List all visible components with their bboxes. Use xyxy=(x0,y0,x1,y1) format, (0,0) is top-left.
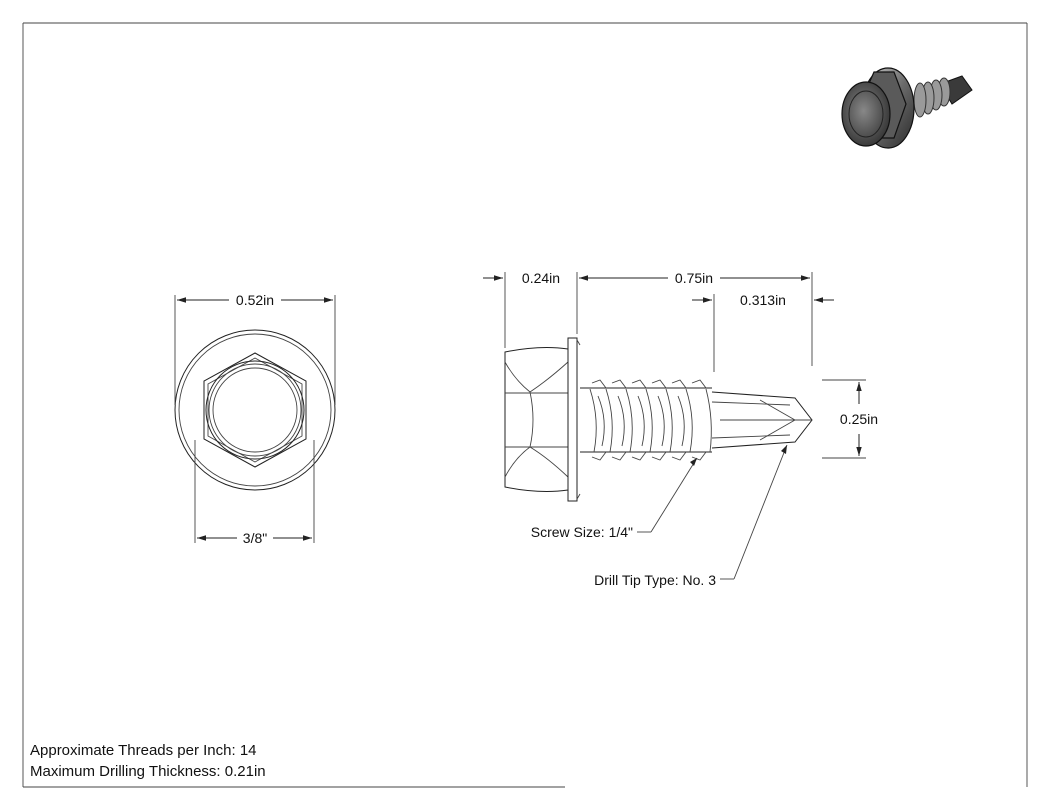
length-label: 0.75in xyxy=(675,270,713,286)
drill-tip-callout: Drill Tip Type: No. 3 xyxy=(594,572,716,588)
diameter-label: 0.25in xyxy=(840,411,878,427)
callout-screw-size: Screw Size: 1/4" xyxy=(531,457,698,540)
flange-diameter-label: 0.52in xyxy=(236,292,274,308)
dim-flange-diameter: 0.52in xyxy=(174,292,336,405)
hex-size-label: 3/8" xyxy=(243,530,267,546)
dim-head-height: 0.24in xyxy=(483,270,560,286)
dim-drill-point-length: 0.313in xyxy=(692,292,834,308)
drill-point-length-label: 0.313in xyxy=(740,292,786,308)
side-view xyxy=(504,337,813,502)
screw-size-callout: Screw Size: 1/4" xyxy=(531,524,633,540)
dim-hex-size: 3/8" xyxy=(194,440,315,546)
drawing-notes: Approximate Threads per Inch: 14 Maximum… xyxy=(30,740,266,782)
screw-iso-icon xyxy=(841,67,973,149)
side-extension-lines xyxy=(504,272,866,459)
drilling-note: Maximum Drilling Thickness: 0.21in xyxy=(30,763,266,780)
threads-note: Approximate Threads per Inch: 14 xyxy=(30,742,257,759)
front-view xyxy=(174,329,336,491)
callout-drill-tip: Drill Tip Type: No. 3 xyxy=(594,444,788,588)
dim-diameter: 0.25in xyxy=(840,382,878,456)
sheet-border xyxy=(22,22,1028,788)
dim-length: 0.75in xyxy=(579,270,810,286)
head-height-label: 0.24in xyxy=(522,270,560,286)
